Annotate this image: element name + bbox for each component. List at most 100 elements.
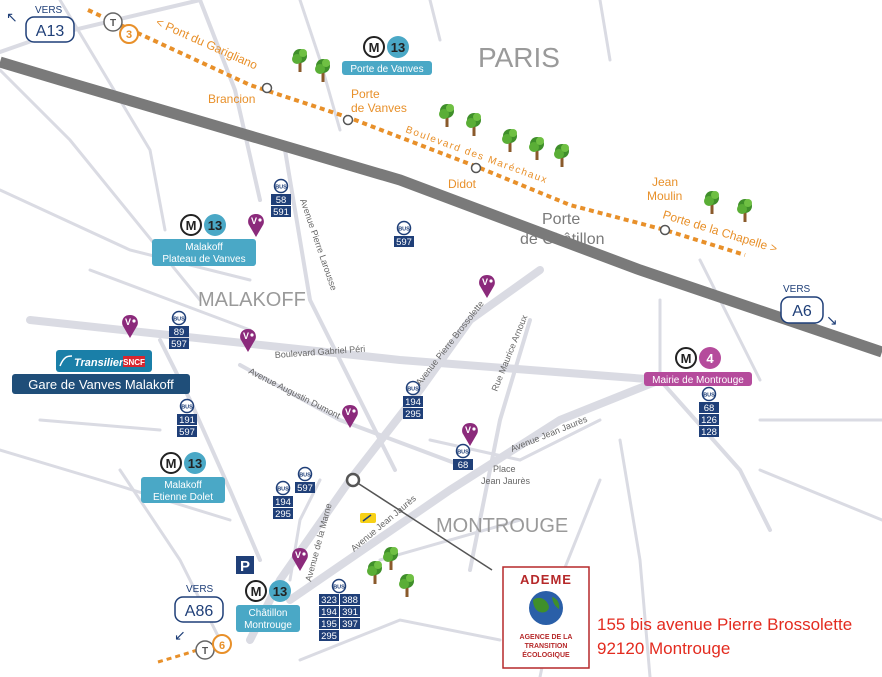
bus-route-badge bbox=[319, 606, 339, 617]
svg-text:Etienne Dolet: Etienne Dolet bbox=[153, 492, 213, 503]
bus-route-badge bbox=[177, 414, 197, 425]
bus-icon-label: BUS bbox=[703, 393, 715, 399]
bus-icon bbox=[405, 380, 421, 396]
bus-route-badge bbox=[699, 426, 719, 437]
address-line-1: 155 bis avenue Pierre Brossolette bbox=[597, 615, 853, 634]
svg-text:M: M bbox=[166, 456, 177, 471]
svg-text:SNCF: SNCF bbox=[123, 358, 145, 367]
ademe-logo: ADEME AGENCE DE LA TRANSITION ÉCOLOGIQUE bbox=[502, 566, 590, 669]
svg-text:13: 13 bbox=[391, 40, 405, 55]
svg-text:VERS: VERS bbox=[186, 584, 214, 595]
bus-route-number: 391 bbox=[342, 607, 358, 618]
tram-stop-label-jean-moulin-2: Moulin bbox=[647, 189, 682, 203]
bus-icon-label: BUS bbox=[398, 227, 410, 233]
bus-icon-label: BUS bbox=[333, 585, 345, 591]
street-larousse: Avenue Pierre Larousse bbox=[298, 197, 339, 291]
bus-route-number: 68 bbox=[704, 403, 715, 414]
street-dumont: Avenue Augustin Dumont bbox=[247, 366, 342, 421]
svg-text:Plateau de Vanves: Plateau de Vanves bbox=[162, 254, 245, 265]
svg-text:Montrouge: Montrouge bbox=[244, 620, 292, 631]
location-marker bbox=[345, 472, 361, 488]
bus-route-number: 597 bbox=[179, 427, 195, 438]
vers-a13: VERS ↖ A13 bbox=[6, 5, 75, 43]
svg-text:P: P bbox=[240, 558, 250, 575]
bus-route-badge bbox=[340, 606, 360, 617]
bus-route-badge bbox=[271, 194, 291, 205]
svg-text:M: M bbox=[186, 218, 197, 233]
bus-route-number: 597 bbox=[171, 339, 187, 350]
bus-route-number: 126 bbox=[701, 415, 717, 426]
district-malakoff: MALAKOFF bbox=[198, 289, 306, 311]
area-porte-chatillon-2: de Châtillon bbox=[520, 231, 605, 248]
tram-stop-label-brancion: Brancion bbox=[208, 92, 255, 106]
metro-malakoff-etienne-dolet: M 13 Malakoff Etienne Dolet bbox=[141, 452, 225, 503]
svg-text:Porte de Vanves: Porte de Vanves bbox=[350, 64, 423, 75]
svg-text:VERS: VERS bbox=[783, 284, 811, 295]
svg-text:ADEME: ADEME bbox=[520, 572, 572, 587]
district-paris: PARIS bbox=[478, 42, 560, 73]
bus-route-badge bbox=[273, 496, 293, 507]
svg-text:↖: ↖ bbox=[6, 9, 18, 25]
svg-text:M: M bbox=[369, 40, 380, 55]
tram-stop-label-porte-2: de Vanves bbox=[351, 101, 407, 115]
bus-icon bbox=[297, 466, 313, 482]
svg-text:A86: A86 bbox=[185, 603, 214, 620]
bus-route-badge bbox=[319, 594, 339, 605]
svg-text:Malakoff: Malakoff bbox=[185, 242, 223, 253]
bus-route-number: 597 bbox=[396, 237, 412, 248]
svg-text:T: T bbox=[202, 646, 208, 657]
bus-route-number: 89 bbox=[174, 327, 185, 338]
street-jaures: Avenue Jean Jaurès bbox=[509, 414, 589, 454]
vers-a6: VERS A6 ↘ bbox=[780, 284, 838, 328]
bus-stops: BUS58591BUS597BUS89597BUS191597BUS194295… bbox=[169, 178, 719, 642]
svg-text:T: T bbox=[110, 18, 116, 29]
svg-text:M: M bbox=[681, 351, 692, 366]
svg-text:AGENCE DE LA: AGENCE DE LA bbox=[520, 634, 573, 641]
bus-route-badge bbox=[273, 508, 293, 519]
bus-route-number: 68 bbox=[458, 460, 469, 471]
bus-route-number: 397 bbox=[342, 619, 358, 630]
bus-route-badge bbox=[340, 594, 360, 605]
tram-label-mid: Boulevard des Maréchaux bbox=[404, 124, 549, 186]
bus-icon bbox=[275, 480, 291, 496]
boulevard-peripherique bbox=[0, 56, 882, 358]
bus-route-badge bbox=[453, 459, 473, 470]
svg-text:Châtillon: Châtillon bbox=[249, 608, 288, 619]
bus-route-badge bbox=[295, 482, 315, 493]
vers-a86: VERS A86 ↙ bbox=[174, 584, 224, 643]
bus-icon-label: BUS bbox=[275, 185, 287, 191]
bus-icon bbox=[179, 398, 195, 414]
bus-route-number: 295 bbox=[275, 509, 291, 520]
bus-icon bbox=[701, 386, 717, 402]
metro-malakoff-plateau-de-vanves: M 13 Malakoff Plateau de Vanves bbox=[152, 214, 256, 266]
street-brossolette: Avenue Pierre Brossolette bbox=[414, 299, 486, 387]
bus-route-number: 295 bbox=[405, 409, 421, 420]
svg-text:6: 6 bbox=[219, 640, 225, 652]
svg-text:↘: ↘ bbox=[826, 312, 838, 328]
place-jaures-1: Place bbox=[493, 464, 516, 474]
bus-route-number: 195 bbox=[321, 619, 337, 630]
bus-stop-b2: BUS 597 bbox=[394, 220, 414, 248]
svg-text:Gare de Vanves Malakoff: Gare de Vanves Malakoff bbox=[28, 377, 174, 392]
bus-route-number: 388 bbox=[342, 595, 358, 606]
bus-icon-label: BUS bbox=[277, 487, 289, 493]
svg-text:VERS: VERS bbox=[35, 5, 63, 16]
bus-icon bbox=[171, 310, 187, 326]
metro-mairie-de-montrouge: M 4 Mairie de Montrouge bbox=[644, 347, 752, 386]
transilien-gare-vanves-malakoff: Transilien SNCF Gare de Vanves Malakoff bbox=[12, 350, 190, 394]
bus-icon bbox=[331, 578, 347, 594]
bus-route-badge bbox=[177, 426, 197, 437]
svg-text:A6: A6 bbox=[792, 303, 812, 320]
bus-icon-label: BUS bbox=[173, 317, 185, 323]
svg-text:4: 4 bbox=[706, 351, 714, 366]
la-poste-icon bbox=[360, 513, 376, 523]
svg-text:Mairie de Montrouge: Mairie de Montrouge bbox=[652, 375, 744, 386]
svg-text:A13: A13 bbox=[36, 23, 65, 40]
